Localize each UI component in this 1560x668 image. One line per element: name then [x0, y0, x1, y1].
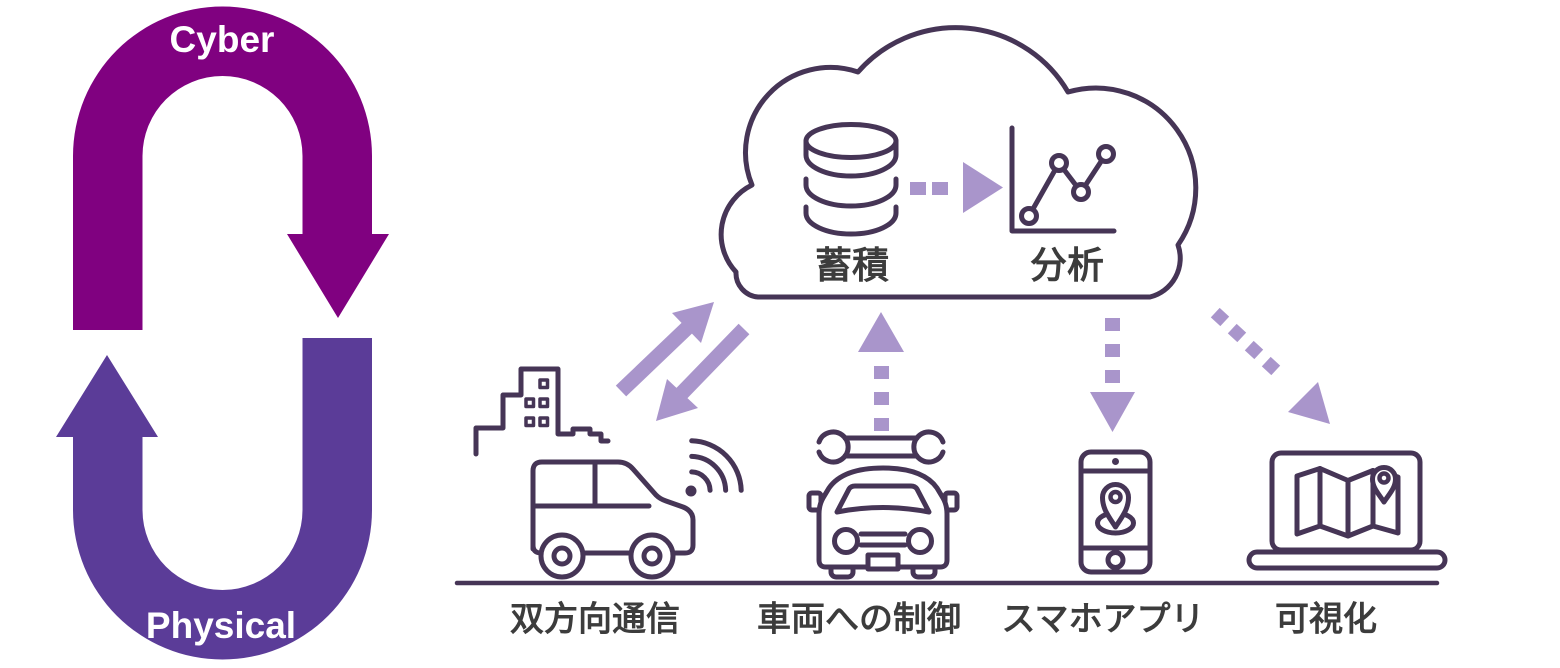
label-bidirectional-communication: 双方向通信 — [510, 599, 680, 640]
cycle-cyber-arrow — [73, 6, 389, 330]
cloud-icon — [718, 25, 1199, 300]
cycle-physical-arrow — [56, 338, 372, 660]
chart-icon — [1009, 125, 1117, 234]
download-dashed-arrow — [1090, 318, 1135, 432]
database-icon — [803, 122, 899, 237]
bidirectional-arrows — [615, 302, 750, 421]
label-storage: 蓄積 — [815, 244, 889, 287]
upload-dashed-arrow — [858, 312, 904, 431]
wifi-icon — [685, 438, 744, 497]
label-analysis: 分析 — [1030, 244, 1104, 287]
car-side-icon — [530, 459, 696, 580]
wrench-icon — [816, 429, 946, 465]
smartphone-location-icon — [1078, 449, 1153, 575]
label-smartphone-app: スマホアプリ — [1001, 599, 1205, 640]
laptop-map-icon — [1246, 450, 1448, 571]
label-visualization: 可視化 — [1275, 599, 1377, 640]
label-physical: Physical — [145, 605, 297, 646]
visualize-dashed-arrow — [1210, 307, 1330, 424]
car-front-icon — [806, 465, 960, 580]
label-cyber: Cyber — [169, 19, 275, 60]
storage-to-analysis-arrow — [910, 162, 1003, 213]
label-vehicle-control: 車両への制御 — [757, 599, 961, 640]
buildings-icon — [473, 366, 611, 457]
